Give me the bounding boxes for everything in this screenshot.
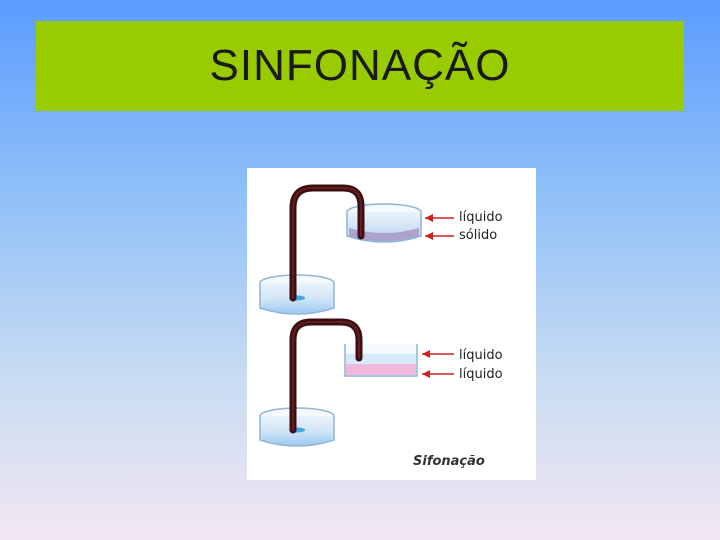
arrow-liquid-bottom-2 <box>422 370 454 378</box>
arrow-liquid-top <box>425 214 454 222</box>
siphon-illustration: líquido sólido líquido líquido Sifonação <box>247 168 536 480</box>
label-liquid-bottom-2: líquido <box>459 367 503 382</box>
upper-container-bottom <box>344 344 418 377</box>
upper-beaker-top <box>346 203 422 243</box>
label-solid-top: sólido <box>459 228 498 243</box>
label-liquid-bottom-1: líquido <box>459 348 503 363</box>
slide-title: SINFONAÇÃO <box>209 41 511 90</box>
siphon-diagram <box>259 184 454 447</box>
arrow-liquid-bottom-1 <box>422 350 454 358</box>
lower-beaker-top <box>259 274 335 315</box>
arrow-solid-top <box>425 232 454 240</box>
lower-beaker-bottom <box>259 407 335 447</box>
figure-caption: Sifonação <box>413 454 485 469</box>
label-liquid-top: líquido <box>459 210 503 225</box>
title-bar: SINFONAÇÃO <box>36 21 684 111</box>
